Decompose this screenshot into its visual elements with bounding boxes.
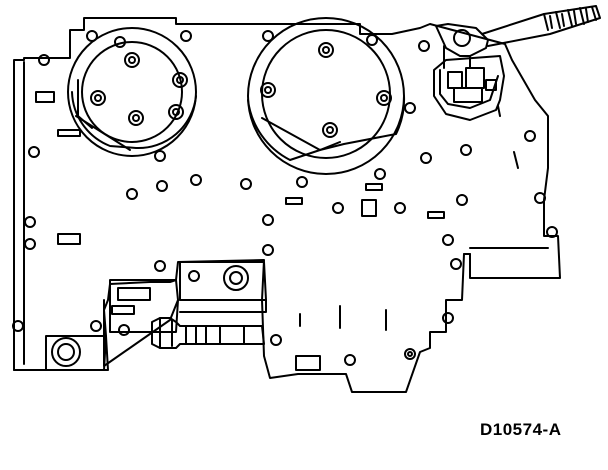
manual-valve-shaft: [152, 318, 264, 348]
left-cover-bolts: [91, 53, 187, 125]
lower-left-boss: [46, 336, 108, 370]
bolt-holes: [13, 31, 557, 365]
valve-body-plate-outline: [14, 18, 560, 392]
slot-ports: [36, 92, 518, 370]
right-ledge: [464, 248, 548, 254]
manual-valve-bracket: [104, 262, 266, 366]
figure-id-label: D10574-A: [480, 420, 562, 439]
wiring-harness: [482, 6, 600, 46]
left-accumulator-cover: [68, 28, 196, 156]
center-cover-bolts: [261, 43, 391, 137]
solenoid-assembly: [434, 24, 504, 120]
